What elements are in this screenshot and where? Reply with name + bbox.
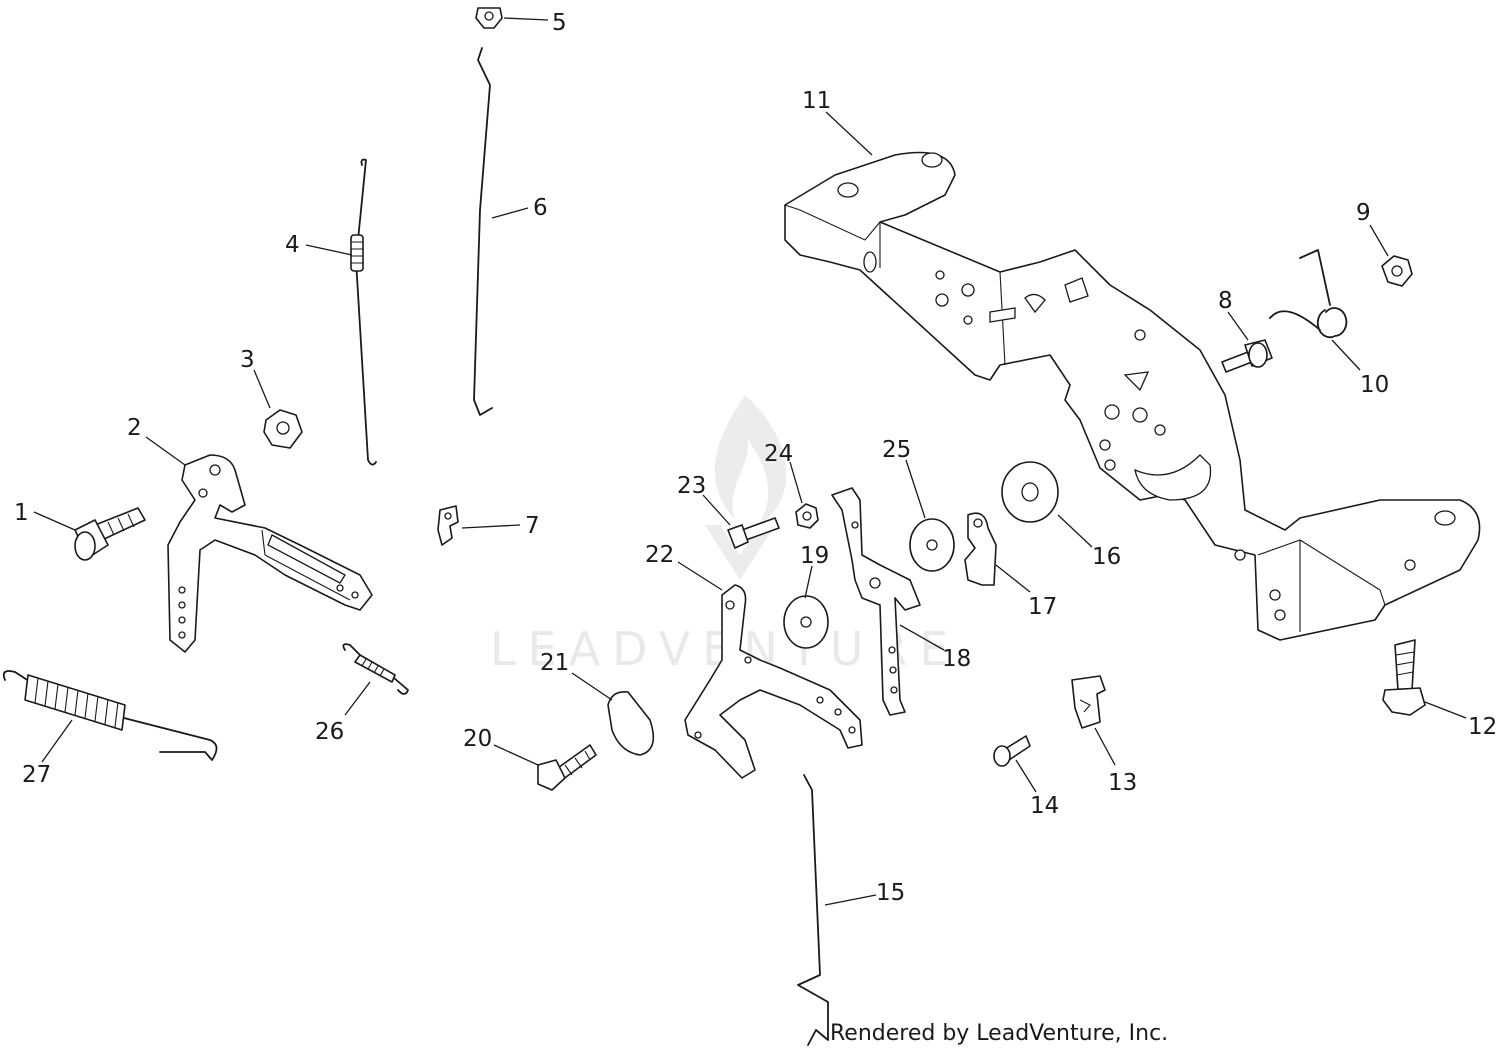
callout-9: 9 bbox=[1356, 200, 1371, 226]
callout-16: 16 bbox=[1092, 544, 1121, 570]
leader-lines bbox=[33, 17, 1467, 906]
rendered-by-credit: Rendered by LeadVenture, Inc. bbox=[830, 1021, 1168, 1046]
part-4-spring-wire[interactable] bbox=[350, 158, 377, 466]
part-14-screw[interactable] bbox=[993, 735, 1031, 767]
part-18-lever[interactable] bbox=[831, 487, 921, 716]
callout-1: 1 bbox=[14, 500, 29, 526]
part-3-nut[interactable] bbox=[263, 409, 303, 449]
callout-8: 8 bbox=[1218, 288, 1233, 314]
callout-23: 23 bbox=[677, 473, 706, 499]
callout-7: 7 bbox=[525, 513, 540, 539]
callout-14: 14 bbox=[1030, 793, 1059, 819]
callout-20: 20 bbox=[463, 726, 492, 752]
part-2-control-lever[interactable] bbox=[167, 454, 373, 653]
callout-22: 22 bbox=[645, 542, 674, 568]
callout-5: 5 bbox=[552, 10, 567, 36]
part-11-control-bracket[interactable] bbox=[784, 151, 1481, 641]
part-20-bolt[interactable] bbox=[537, 744, 597, 791]
callout-19: 19 bbox=[800, 543, 829, 569]
callout-12: 12 bbox=[1468, 714, 1497, 740]
part-17-small-lever[interactable] bbox=[964, 512, 997, 586]
callout-25: 25 bbox=[882, 437, 911, 463]
part-16-washer[interactable] bbox=[1001, 461, 1059, 523]
callout-2: 2 bbox=[127, 415, 142, 441]
part-7-clip[interactable] bbox=[437, 505, 459, 546]
part-12-bolt[interactable] bbox=[1382, 639, 1426, 716]
part-13-clip[interactable] bbox=[1071, 675, 1106, 729]
callout-10: 10 bbox=[1360, 372, 1389, 398]
callout-13: 13 bbox=[1108, 770, 1137, 796]
callout-18: 18 bbox=[942, 646, 971, 672]
part-9-nut[interactable] bbox=[1381, 255, 1413, 287]
part-22-lever-bracket[interactable] bbox=[684, 584, 863, 779]
callout-26: 26 bbox=[315, 719, 344, 745]
callout-11: 11 bbox=[802, 88, 831, 114]
part-19-washer[interactable] bbox=[783, 595, 829, 649]
part-26-small-spring[interactable] bbox=[342, 643, 409, 695]
callout-27: 27 bbox=[22, 762, 51, 788]
callout-6: 6 bbox=[533, 195, 548, 221]
part-23-bolt[interactable] bbox=[727, 517, 780, 549]
callout-17: 17 bbox=[1028, 594, 1057, 620]
part-5-cap[interactable] bbox=[475, 7, 503, 29]
part-10-torsion-spring[interactable] bbox=[1269, 249, 1348, 339]
callout-15: 15 bbox=[876, 880, 905, 906]
part-8-bolt[interactable] bbox=[1221, 339, 1273, 373]
callout-numbers: 1 2 3 4 5 6 7 8 9 10 11 12 13 14 15 16 1… bbox=[14, 10, 1497, 906]
callout-21: 21 bbox=[540, 650, 569, 676]
callout-4: 4 bbox=[285, 232, 300, 258]
part-25-washer[interactable] bbox=[909, 518, 955, 572]
part-27-long-spring[interactable] bbox=[2, 670, 218, 761]
part-24-nut[interactable] bbox=[795, 503, 819, 529]
part-21-cam-washer[interactable] bbox=[607, 690, 655, 756]
part-1-bolt[interactable] bbox=[74, 507, 146, 561]
callout-3: 3 bbox=[240, 347, 255, 373]
callout-24: 24 bbox=[764, 441, 793, 467]
part-15-rod[interactable] bbox=[797, 774, 829, 1046]
part-6-rod[interactable] bbox=[473, 47, 493, 416]
